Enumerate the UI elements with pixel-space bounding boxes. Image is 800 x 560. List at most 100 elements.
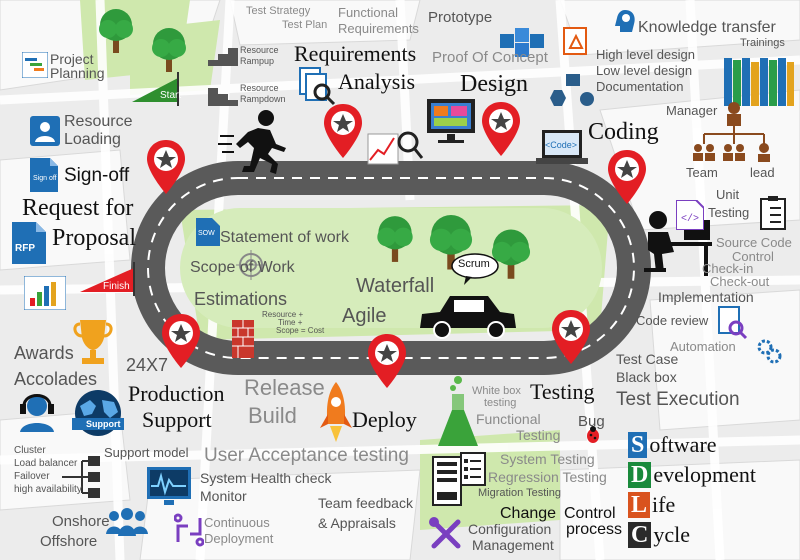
coding-heading: Coding	[588, 119, 659, 145]
map-pin-icon	[368, 334, 406, 388]
tree-icon	[429, 214, 473, 270]
cluster-network-icon	[62, 456, 100, 498]
awards-label: Awards	[14, 343, 74, 363]
trophy-icon	[73, 320, 113, 364]
code-file-icon: </>	[676, 200, 704, 230]
design-monitor-icon	[427, 99, 475, 143]
trainings-label: Trainings	[740, 37, 785, 49]
runner-icon	[218, 110, 286, 174]
map-pin-icon	[147, 140, 185, 194]
configuration-tools-icon	[429, 517, 461, 549]
estimation-formula-3: Scope = Cost	[276, 326, 325, 335]
uat-label: User Acceptance testing	[204, 445, 409, 466]
functional-requirements-label-2: Requirements	[338, 21, 419, 36]
team-feedback-label-2: & Appraisals	[318, 515, 396, 531]
svg-text:</>: </>	[681, 213, 699, 225]
testing-heading: Testing	[530, 379, 595, 404]
accolades-label: Accolades	[14, 369, 98, 389]
white-box-label-1: White box	[472, 385, 521, 397]
sdlc-l-box: L	[628, 492, 651, 518]
functional-testing-label-2: Testing	[516, 427, 561, 443]
production-heading: Production	[128, 381, 225, 406]
rampup-stairs-icon	[208, 48, 238, 66]
estimation-formula-1: Resource +	[262, 310, 304, 319]
support-agent-icon	[20, 394, 54, 432]
bar-chart-icon	[24, 276, 66, 310]
low-level-design-label: Low level design	[596, 63, 693, 78]
rfp-icon-label: RFP	[15, 243, 35, 254]
proof-of-concept-icon	[563, 27, 587, 55]
change-label: Change	[500, 505, 557, 522]
resource-user-icon	[30, 116, 60, 146]
scope-target-icon	[236, 250, 266, 280]
implementation-label: Implementation	[658, 289, 754, 305]
estimations-label: Estimations	[194, 289, 288, 309]
signoff-icon-label: Sign off	[33, 175, 57, 182]
signoff-label: Sign-off	[64, 165, 130, 186]
sdlc-d-box: D	[628, 462, 652, 488]
bug-icon	[587, 426, 599, 443]
resource-rampdown-label-1: Resource	[240, 83, 279, 93]
finish-label: Finish	[103, 281, 130, 292]
tree-icon	[152, 28, 186, 72]
tree-icon	[99, 9, 133, 53]
statement-of-work-label: Statement of work	[220, 229, 349, 246]
automation-gears-icon	[757, 339, 782, 364]
bug-label: Bug	[578, 413, 605, 430]
deployment-label: Deployment	[204, 531, 274, 546]
white-box-label-2: testing	[484, 397, 517, 409]
continuous-label: Continuous	[204, 515, 270, 530]
system-health-label-2: Monitor	[200, 488, 247, 504]
source-code-label-3: Check-in	[702, 261, 754, 276]
configuration-label: Configuration	[468, 521, 552, 537]
brick-wall-icon	[232, 320, 254, 358]
documents-search-icon	[299, 67, 336, 106]
process-label: process	[566, 521, 623, 538]
map-pin-icon	[608, 150, 646, 204]
health-monitor-icon	[147, 467, 191, 505]
estimation-formula-2: Time +	[278, 318, 303, 327]
test-case-label: Test Case	[616, 351, 679, 367]
map-pin-icon	[482, 102, 520, 156]
unit-testing-checklist-icon	[760, 196, 786, 230]
map-pin-icon	[324, 104, 362, 158]
resource-loading-label-1: Resource	[64, 113, 133, 130]
finish-flag-icon	[80, 262, 135, 296]
support-globe-label: Support	[86, 419, 121, 429]
migration-testing-label: Migration Testing	[478, 487, 561, 499]
team-label: Team	[686, 165, 718, 180]
twentyfour-seven-label: 24X7	[126, 355, 169, 375]
start-label: Start	[160, 90, 182, 101]
team-feedback-label-1: Team feedback	[318, 495, 413, 511]
scope-of-work-label: Scope of Work	[190, 259, 295, 276]
lead-label: lead	[750, 165, 775, 180]
project-planning-icon	[22, 52, 48, 78]
onshore-offshore-people-icon	[106, 508, 148, 536]
waterfall-label: Waterfall	[356, 275, 435, 297]
system-testing-label: System Testing	[500, 451, 595, 467]
release-label: Release	[244, 375, 325, 400]
sow-document-icon	[196, 218, 220, 246]
sdlc-s-box: S	[628, 432, 648, 458]
failover-label: Failover	[14, 471, 50, 482]
signoff-document-icon	[30, 158, 58, 192]
laptop-code-icon	[536, 130, 588, 164]
support-heading: Support	[142, 407, 212, 432]
proof-of-concept-label: Proof Of Concept	[432, 49, 548, 66]
continuous-deployment-icon	[174, 513, 204, 547]
car-icon	[420, 296, 516, 339]
documentation-label: Documentation	[596, 79, 684, 94]
resource-rampup-label-2: Rampup	[240, 56, 275, 66]
resource-loading-label-2: Loading	[64, 131, 121, 148]
prototype-label: Prototype	[428, 9, 493, 26]
high-availability-label: high availability	[14, 484, 82, 495]
project-planning-label-2: Planning	[50, 65, 105, 81]
sow-icon-label: SOW	[198, 230, 215, 237]
functional-testing-label-1: Functional	[476, 411, 541, 427]
tree-icon	[377, 216, 413, 262]
